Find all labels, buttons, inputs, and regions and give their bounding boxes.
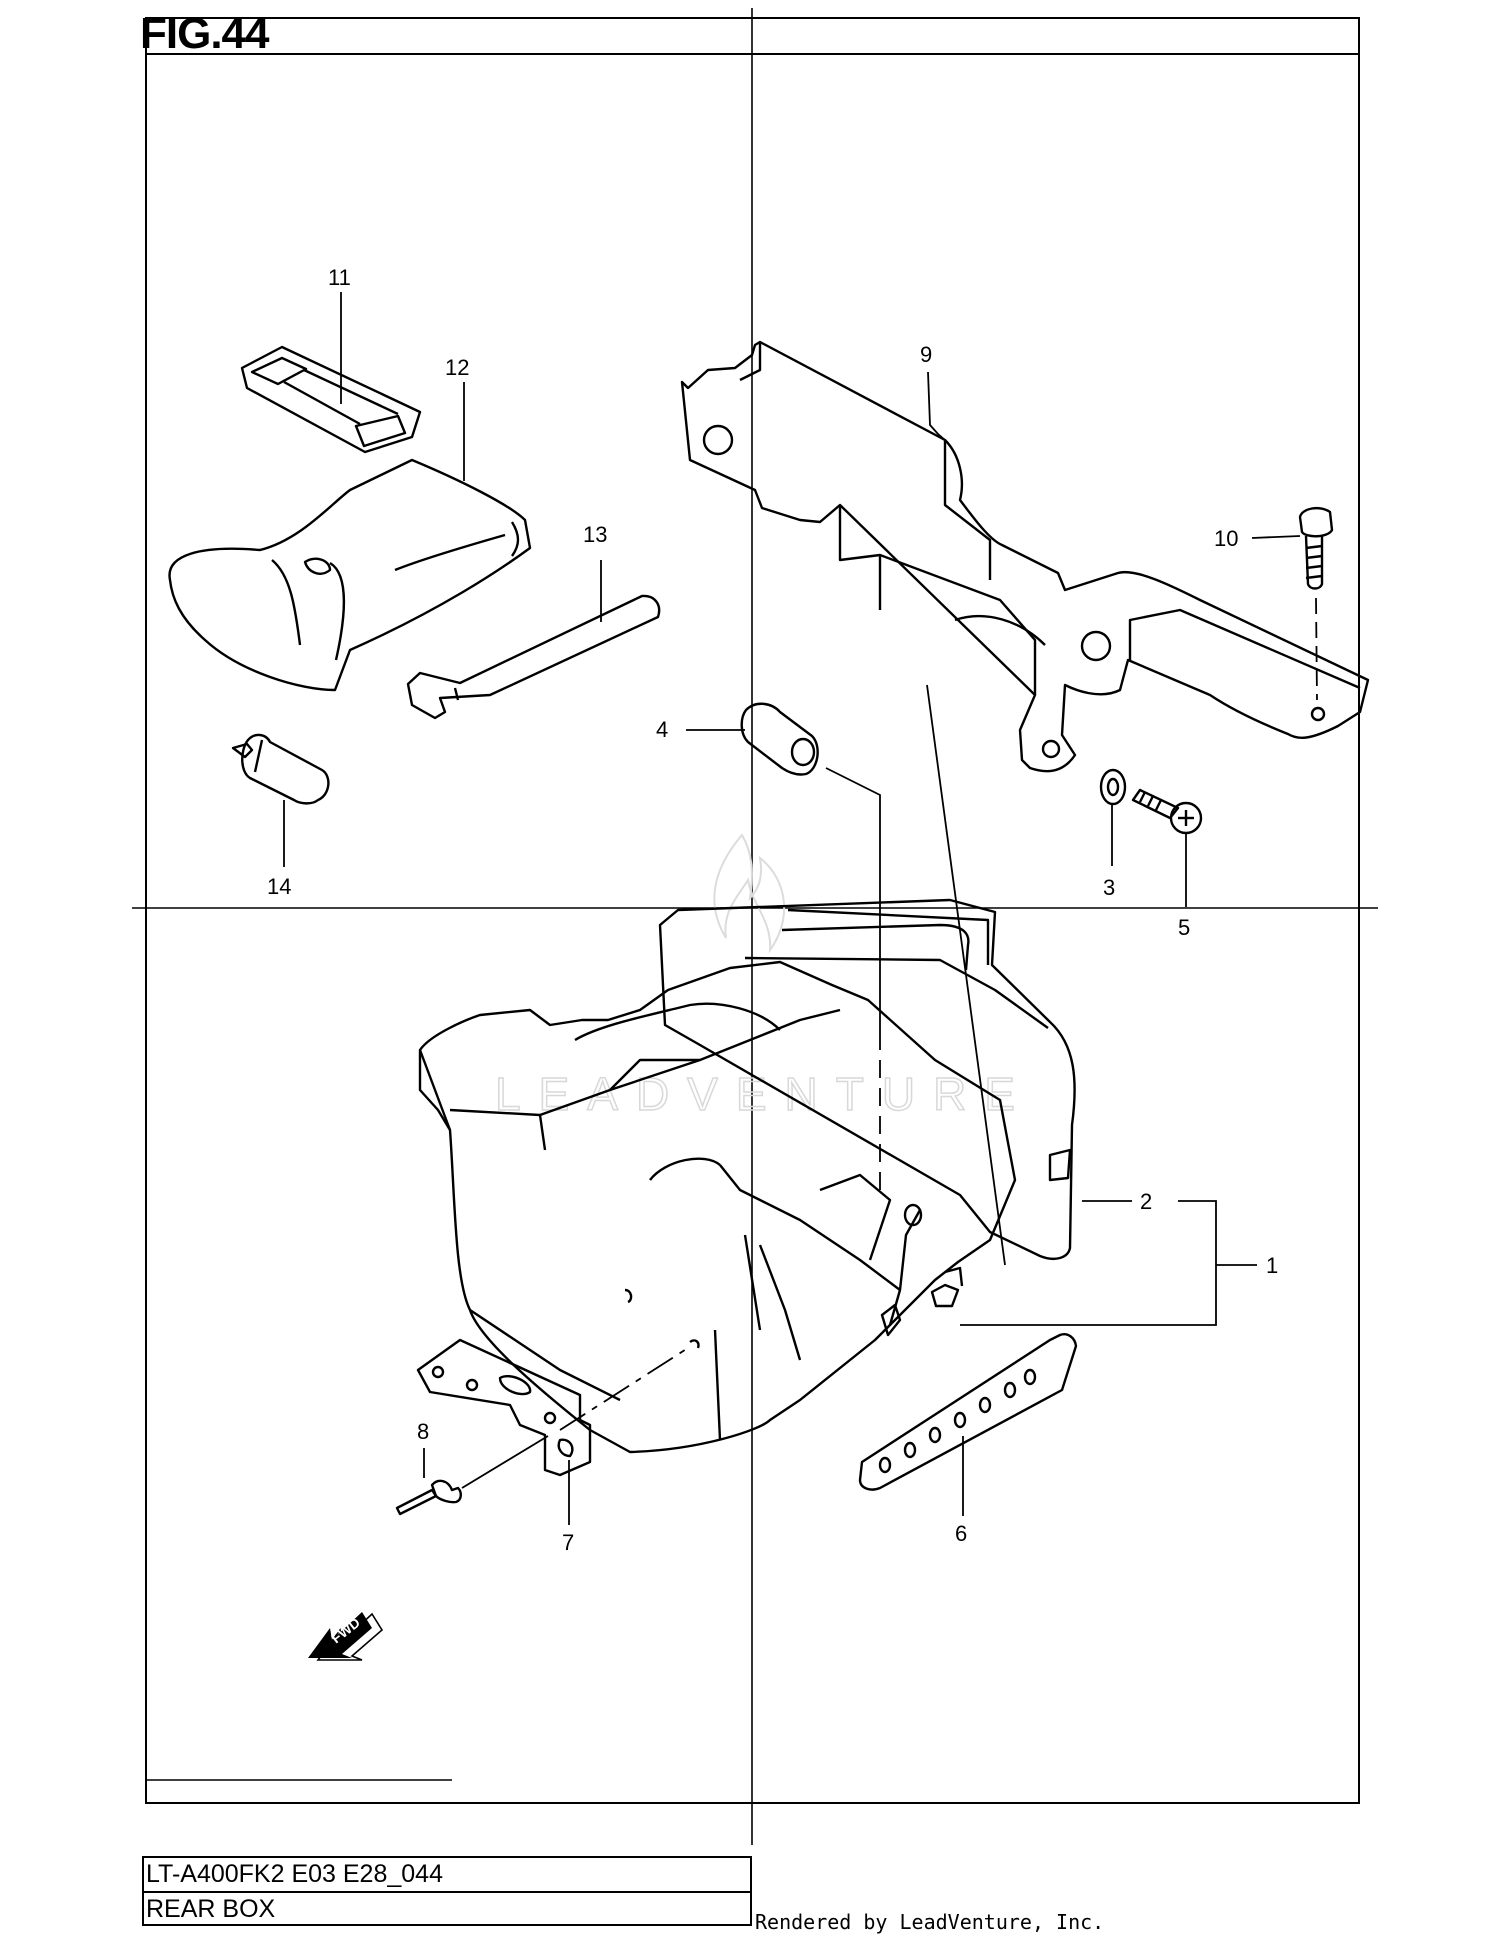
part-hinge-plate: [416, 1338, 592, 1477]
part-bolt: [1298, 506, 1334, 590]
callout-10: 10: [1214, 526, 1238, 551]
rendered-by-credit: Rendered by LeadVenture, Inc.: [755, 1910, 1105, 1934]
part-collar: [740, 702, 819, 776]
callout-11: 11: [328, 265, 351, 290]
part-stay: [406, 594, 661, 720]
assembly-line-rivet-dash: [559, 1347, 689, 1431]
part-bracket: [680, 340, 1370, 773]
callout-labels: 1 2 3 4 5 6 7 8 9 10 11 12 13 14: [267, 265, 1278, 1555]
sheet-division-lines: [132, 8, 1378, 1845]
leader-group: [960, 1200, 1217, 1326]
section-name: REAR BOX: [144, 1891, 750, 1924]
part-cover: [168, 458, 532, 692]
part-washer: [1099, 768, 1127, 806]
callout-5: 5: [1178, 915, 1190, 940]
assembly-line-rivet: [461, 1435, 549, 1489]
leader-box-edge: [926, 684, 1006, 1266]
part-screw: [1131, 788, 1203, 835]
callout-4: 4: [656, 717, 668, 742]
callout-1: 1: [1266, 1253, 1278, 1278]
forward-direction-marker: FWD: [308, 1612, 384, 1661]
callout-12: 12: [445, 355, 469, 380]
watermark-text: LEADVENTURE: [495, 1068, 1033, 1120]
part-strap: [240, 345, 422, 454]
callout-7: 7: [562, 1530, 574, 1555]
callout-3: 3: [1103, 875, 1115, 900]
part-strip: [858, 1333, 1078, 1491]
part-rear-box: [418, 898, 1076, 1454]
callout-13: 13: [583, 522, 607, 547]
callout-8: 8: [417, 1419, 429, 1444]
leader-9: [927, 371, 946, 441]
callout-2: 2: [1140, 1189, 1152, 1214]
leader-lines: [283, 292, 1301, 1525]
part-rivet: [395, 1479, 462, 1516]
title-block: LT-A400FK2 E03 E28_044 REAR BOX: [142, 1856, 752, 1926]
callout-9: 9: [920, 342, 932, 367]
model-code: LT-A400FK2 E03 E28_044: [146, 1860, 443, 1888]
part-cap: [231, 733, 330, 805]
leader-10: [1251, 535, 1301, 539]
callout-6: 6: [955, 1521, 967, 1546]
assembly-line-collar: [825, 767, 881, 1050]
callout-14: 14: [267, 874, 291, 899]
leader-dashed-10: [1315, 597, 1318, 701]
assembly-lines: [461, 767, 881, 1489]
